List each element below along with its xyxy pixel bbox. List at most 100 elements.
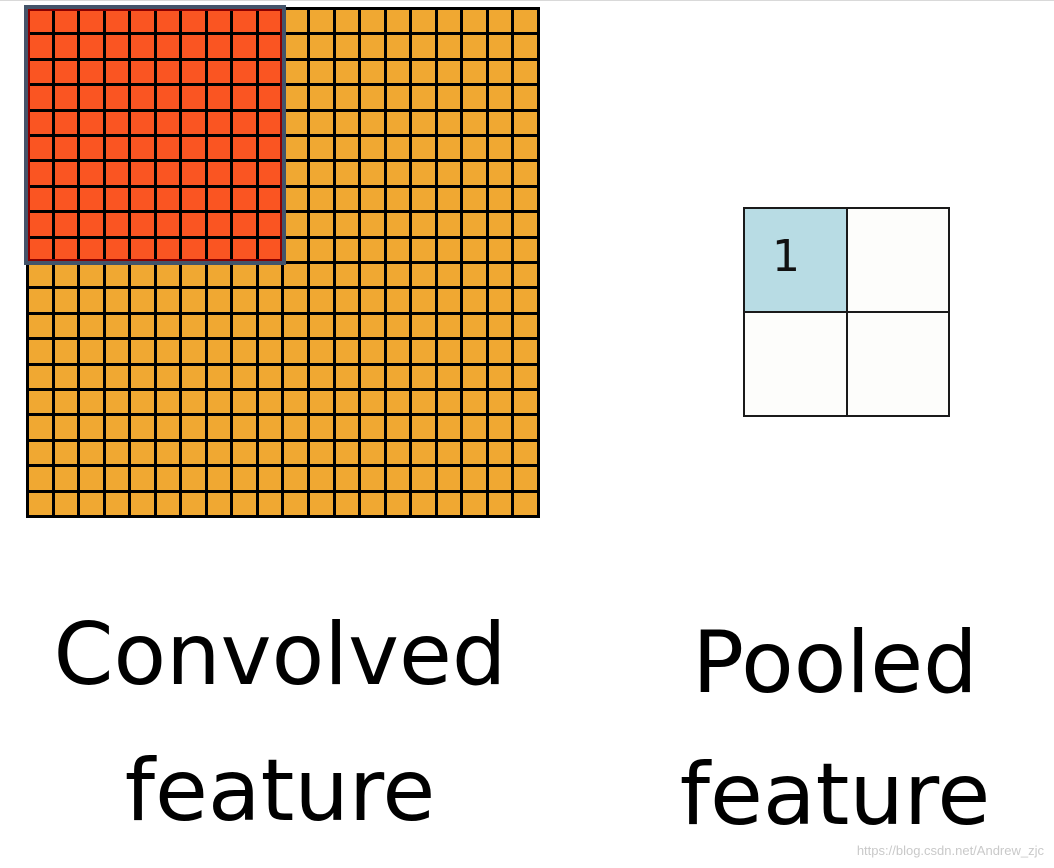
convolved-cell [233,289,256,312]
convolved-cell-highlighted [131,187,154,211]
convolved-cell [361,187,384,211]
convolved-cell [54,340,78,363]
convolved-cell-highlighted [258,111,282,134]
convolved-cell [310,416,333,439]
convolved-cell [488,86,512,109]
convolved-cell-highlighted [131,35,154,58]
convolved-cell [105,365,129,388]
convolved-cell [284,416,308,439]
convolved-cell-highlighted [105,136,129,160]
convolved-cell [335,340,359,363]
convolved-cell [131,441,154,465]
convolved-cell [310,60,333,84]
convolved-cell [310,86,333,109]
convolved-cell [310,467,333,490]
convolved-cell-highlighted [156,136,180,160]
convolved-cell [131,289,154,312]
convolved-cell [29,314,52,338]
convolved-cell [258,416,282,439]
convolved-cell [80,467,103,490]
convolved-cell [412,390,435,414]
convolved-cell [131,492,154,515]
convolved-cell [463,187,486,211]
convolved-cell [54,263,78,287]
pooled-feature-grid: 1 [743,207,950,417]
convolved-cell [156,289,180,312]
convolved-cell [514,289,537,312]
convolved-cell [182,467,205,490]
convolved-cell-highlighted [233,187,256,211]
convolved-cell [156,467,180,490]
convolved-cell-highlighted [233,35,256,58]
convolved-cell [54,416,78,439]
convolved-cell [412,441,435,465]
convolved-cell-highlighted [54,213,78,236]
convolved-cell [412,35,435,58]
convolved-cell [335,162,359,185]
convolved-cell-highlighted [29,238,52,261]
convolved-cell-highlighted [80,86,103,109]
convolved-cell-highlighted [54,10,78,33]
convolved-cell [335,35,359,58]
convolved-cell-highlighted [156,162,180,185]
convolved-cell [386,111,410,134]
convolved-cell [207,416,231,439]
convolved-cell [386,136,410,160]
convolved-cell [488,187,512,211]
convolved-cell [386,340,410,363]
convolved-cell [105,263,129,287]
convolved-cell [233,390,256,414]
pooled-cell-3 [847,313,948,415]
convolved-cell [488,416,512,439]
convolved-cell-highlighted [233,60,256,84]
convolved-cell-highlighted [131,60,154,84]
convolved-cell-highlighted [207,213,231,236]
convolved-cell [361,289,384,312]
convolved-cell [386,390,410,414]
convolved-cell [361,86,384,109]
convolved-cell [386,213,410,236]
convolved-cell [386,162,410,185]
convolved-cell [207,289,231,312]
convolved-cell [310,111,333,134]
convolved-cell [182,263,205,287]
convolved-cell-highlighted [207,162,231,185]
convolved-cell [361,111,384,134]
convolved-cell [258,390,282,414]
convolved-cell [335,289,359,312]
convolved-cell [463,314,486,338]
convolved-cell [488,136,512,160]
convolved-cell [386,416,410,439]
convolved-cell-highlighted [54,35,78,58]
convolved-cell [80,416,103,439]
top-border-line [0,0,1054,1]
convolved-cell [437,390,461,414]
convolved-cell-highlighted [258,35,282,58]
convolved-cell [514,86,537,109]
convolved-cell [412,492,435,515]
convolved-cell [233,416,256,439]
convolved-cell [105,416,129,439]
convolved-cell [361,60,384,84]
convolved-cell [488,35,512,58]
convolved-cell [437,263,461,287]
convolved-cell-highlighted [105,60,129,84]
convolved-cell [386,187,410,211]
convolved-cell [463,136,486,160]
convolved-cell-highlighted [54,136,78,160]
convolved-cell [207,365,231,388]
convolved-cell [156,340,180,363]
convolved-cell-highlighted [182,35,205,58]
convolved-cell [310,365,333,388]
convolved-cell [463,111,486,134]
convolved-cell [335,416,359,439]
convolved-cell-highlighted [156,86,180,109]
convolved-cell [488,238,512,261]
convolved-cell [105,492,129,515]
convolved-cell-highlighted [182,136,205,160]
convolved-cell-highlighted [29,162,52,185]
convolved-cell [514,263,537,287]
convolved-cell-highlighted [182,162,205,185]
convolved-cell [182,340,205,363]
convolved-cell-highlighted [258,10,282,33]
